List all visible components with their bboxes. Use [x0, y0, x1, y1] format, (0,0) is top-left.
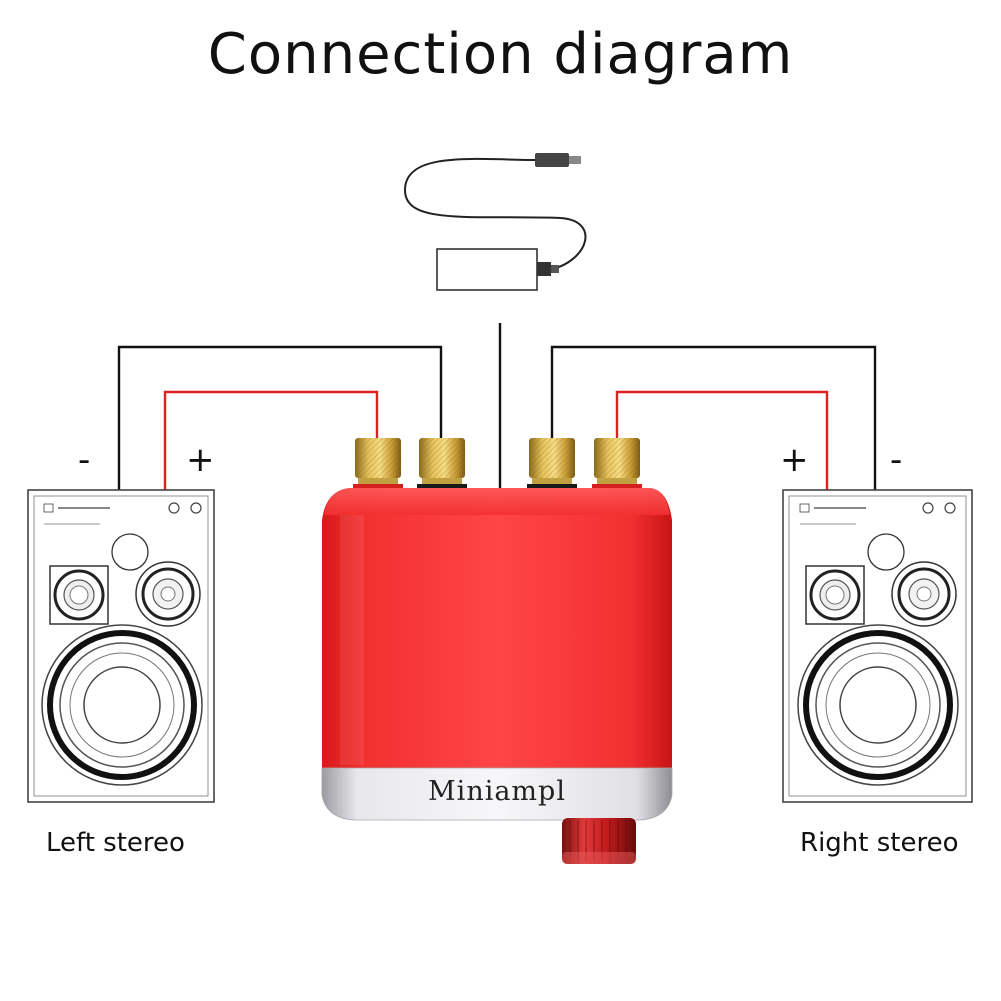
left-negative-wire	[117, 345, 443, 492]
left-positive-wire	[163, 390, 379, 492]
right-plus-label: +	[780, 440, 809, 480]
speaker-badge	[799, 503, 810, 513]
speaker-badge	[43, 503, 54, 513]
amplifier-body	[322, 488, 672, 768]
right-speaker	[782, 489, 973, 803]
terminal-right-negative	[527, 438, 577, 490]
amplifier	[321, 438, 673, 864]
page-title: Connection diagram	[207, 22, 794, 87]
left-speaker	[27, 489, 215, 803]
speaker-port	[168, 502, 180, 514]
terminal-right-positive	[592, 438, 642, 490]
amplifier-silver-band	[321, 767, 673, 821]
speaker-port	[922, 502, 934, 514]
left-plus-label: +	[186, 440, 215, 480]
speaker-vent	[867, 533, 905, 571]
power-cable	[403, 157, 587, 271]
right-speaker-caption: Right stereo	[800, 828, 959, 858]
dc-plug	[537, 262, 551, 276]
terminal-left-negative	[417, 438, 467, 490]
usb-plug	[535, 153, 569, 167]
power-adapter	[403, 153, 587, 291]
speaker-vent	[111, 533, 149, 571]
terminal-left-positive	[353, 438, 403, 490]
right-positive-wire	[615, 390, 829, 492]
right-negative-wire	[550, 345, 877, 492]
amplifier-brand: Miniampl	[428, 776, 566, 807]
adapter-box	[436, 248, 538, 291]
dc-plug-tip	[551, 265, 559, 273]
left-minus-label: -	[78, 440, 91, 480]
usb-plug-tip	[569, 156, 581, 164]
right-minus-label: -	[890, 440, 903, 480]
volume-knob[interactable]	[562, 818, 636, 864]
left-speaker-caption: Left stereo	[46, 828, 185, 858]
